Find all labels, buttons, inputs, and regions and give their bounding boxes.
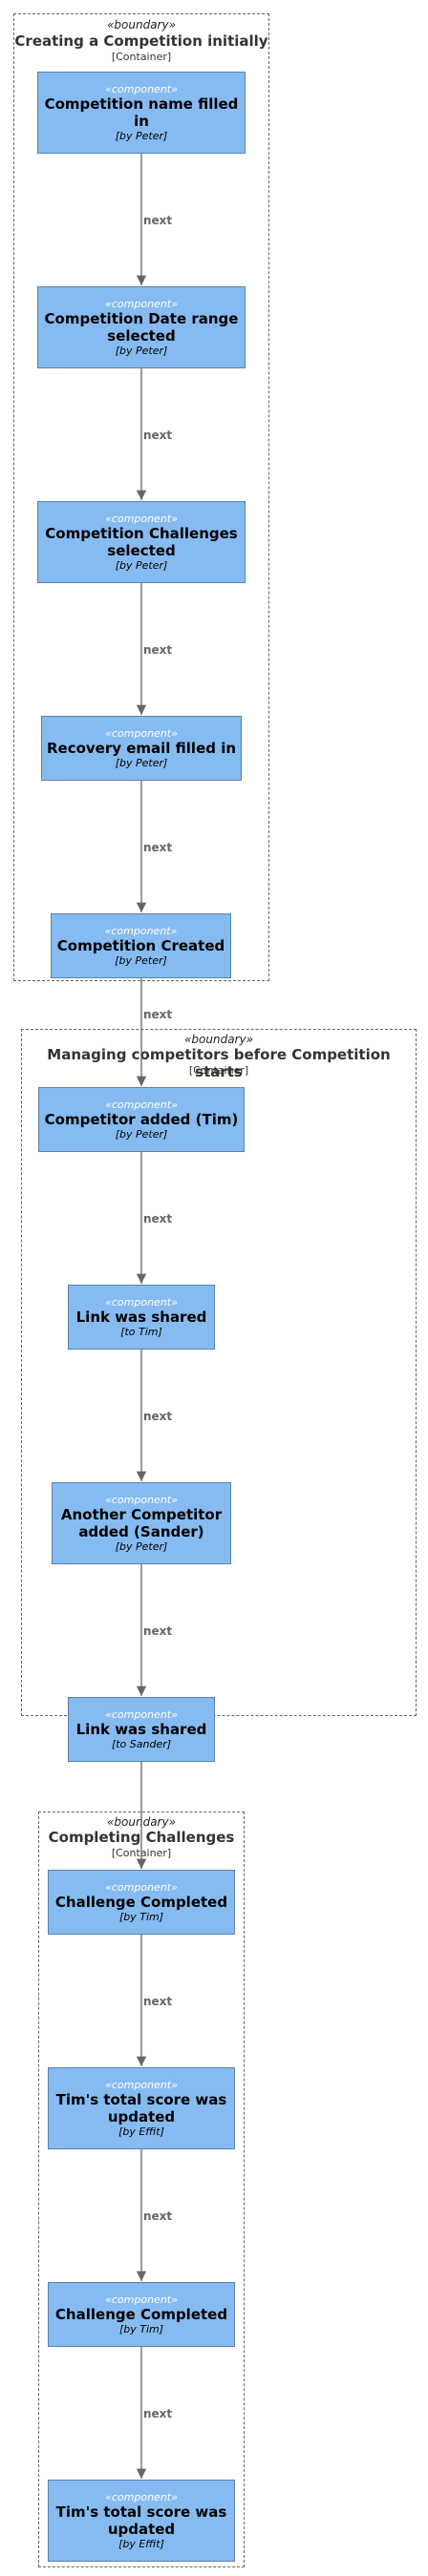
node-challenge-completed-2[interactable]: «component» Challenge Completed [by Tim] — [48, 2282, 235, 2347]
node-stereotype: «component» — [105, 83, 178, 95]
node-link-shared-sander[interactable]: «component» Link was shared [to Sander] — [68, 1697, 215, 1762]
node-title: Challenge Completed — [54, 2306, 228, 2323]
edge-label: next — [143, 1212, 173, 1225]
edge-label: next — [143, 1624, 173, 1638]
node-title: Competition name filled in — [44, 95, 239, 130]
edge-label: next — [143, 841, 173, 854]
boundary-managing-competitors: «boundary» Managing competitors before C… — [21, 1029, 417, 1716]
node-description: [by Peter] — [115, 345, 168, 357]
node-description: [to Sander] — [111, 1738, 172, 1750]
node-title: Competition Challenges selected — [45, 525, 238, 559]
node-score-updated-2[interactable]: «component» Tim's total score was update… — [48, 2480, 235, 2562]
node-description: [by Peter] — [115, 954, 167, 967]
node-title: Competition Date range selected — [44, 310, 239, 345]
edge-label: next — [143, 429, 173, 442]
node-competition-created[interactable]: «component» Competition Created [by Pete… — [51, 913, 231, 978]
node-competitor-added-tim[interactable]: «component» Competitor added (Tim) [by P… — [38, 1087, 245, 1152]
node-title: Tim's total score was updated — [55, 2503, 227, 2538]
boundary-title: Creating a Competition initially — [14, 32, 268, 50]
node-recovery-email[interactable]: «component» Recovery email filled in [by… — [41, 716, 242, 781]
boundary-title: Managing competitors before Competition … — [47, 1046, 391, 1080]
node-date-range[interactable]: «component» Competition Date range selec… — [37, 286, 246, 368]
node-description: [by Effit] — [118, 2126, 164, 2138]
node-description: [by Peter] — [115, 559, 168, 572]
node-stereotype: «component» — [105, 2079, 178, 2091]
node-competitor-added-sander[interactable]: «component» Another Competitor added (Sa… — [52, 1482, 231, 1564]
node-stereotype: «component» — [105, 1296, 178, 1309]
node-score-updated-1[interactable]: «component» Tim's total score was update… — [48, 2067, 235, 2149]
edge-label: next — [143, 1008, 173, 1021]
boundary-creating-competition: «boundary» Creating a Competition initia… — [13, 13, 269, 981]
node-stereotype: «component» — [105, 2293, 178, 2306]
boundary-stereotype: «boundary» — [107, 18, 176, 31]
node-title: Challenge Completed — [54, 1894, 228, 1911]
node-stereotype: «component» — [105, 1099, 178, 1111]
edge-label: next — [143, 1410, 173, 1423]
node-description: [by Peter] — [115, 757, 168, 769]
edge-label: next — [143, 2407, 173, 2420]
node-stereotype: «component» — [105, 1494, 178, 1506]
node-description: [by Peter] — [115, 130, 168, 142]
node-stereotype: «component» — [105, 1708, 178, 1721]
node-description: [by Tim] — [118, 1911, 164, 1923]
node-stereotype: «component» — [105, 727, 178, 740]
boundary-stereotype: «boundary» — [184, 1033, 253, 1046]
node-stereotype: «component» — [105, 298, 178, 310]
node-description: [by Peter] — [115, 1128, 168, 1141]
node-title: Competitor added (Tim) — [44, 1111, 239, 1128]
boundary-type: [Container] — [111, 51, 172, 63]
edge-label: next — [143, 2209, 173, 2223]
node-description: [by Tim] — [118, 2323, 164, 2335]
boundary-type: [Container] — [188, 1064, 249, 1077]
node-description: [by Effit] — [118, 2538, 164, 2550]
edge-label: next — [143, 214, 173, 227]
edge-label: next — [143, 643, 173, 657]
node-challenge-completed-1[interactable]: «component» Challenge Completed [by Tim] — [48, 1870, 235, 1935]
node-challenges-selected[interactable]: «component» Competition Challenges selec… — [37, 501, 246, 583]
node-stereotype: «component» — [105, 2491, 178, 2503]
node-stereotype: «component» — [104, 925, 178, 937]
node-title: Link was shared — [75, 1309, 207, 1326]
node-stereotype: «component» — [105, 513, 178, 525]
edge-label: next — [143, 1995, 173, 2008]
node-description: [by Peter] — [115, 1540, 168, 1553]
node-link-shared-tim[interactable]: «component» Link was shared [to Tim] — [68, 1285, 215, 1350]
node-title: Link was shared — [75, 1721, 207, 1738]
node-stereotype: «component» — [105, 1881, 178, 1894]
node-competition-name[interactable]: «component» Competition name filled in [… — [37, 72, 246, 154]
node-title: Another Competitor added (Sander) — [60, 1506, 223, 1540]
node-title: Recovery email filled in — [46, 740, 237, 757]
node-title: Tim's total score was updated — [55, 2091, 227, 2126]
node-title: Competition Created — [56, 937, 225, 954]
node-description: [to Tim] — [120, 1326, 162, 1338]
